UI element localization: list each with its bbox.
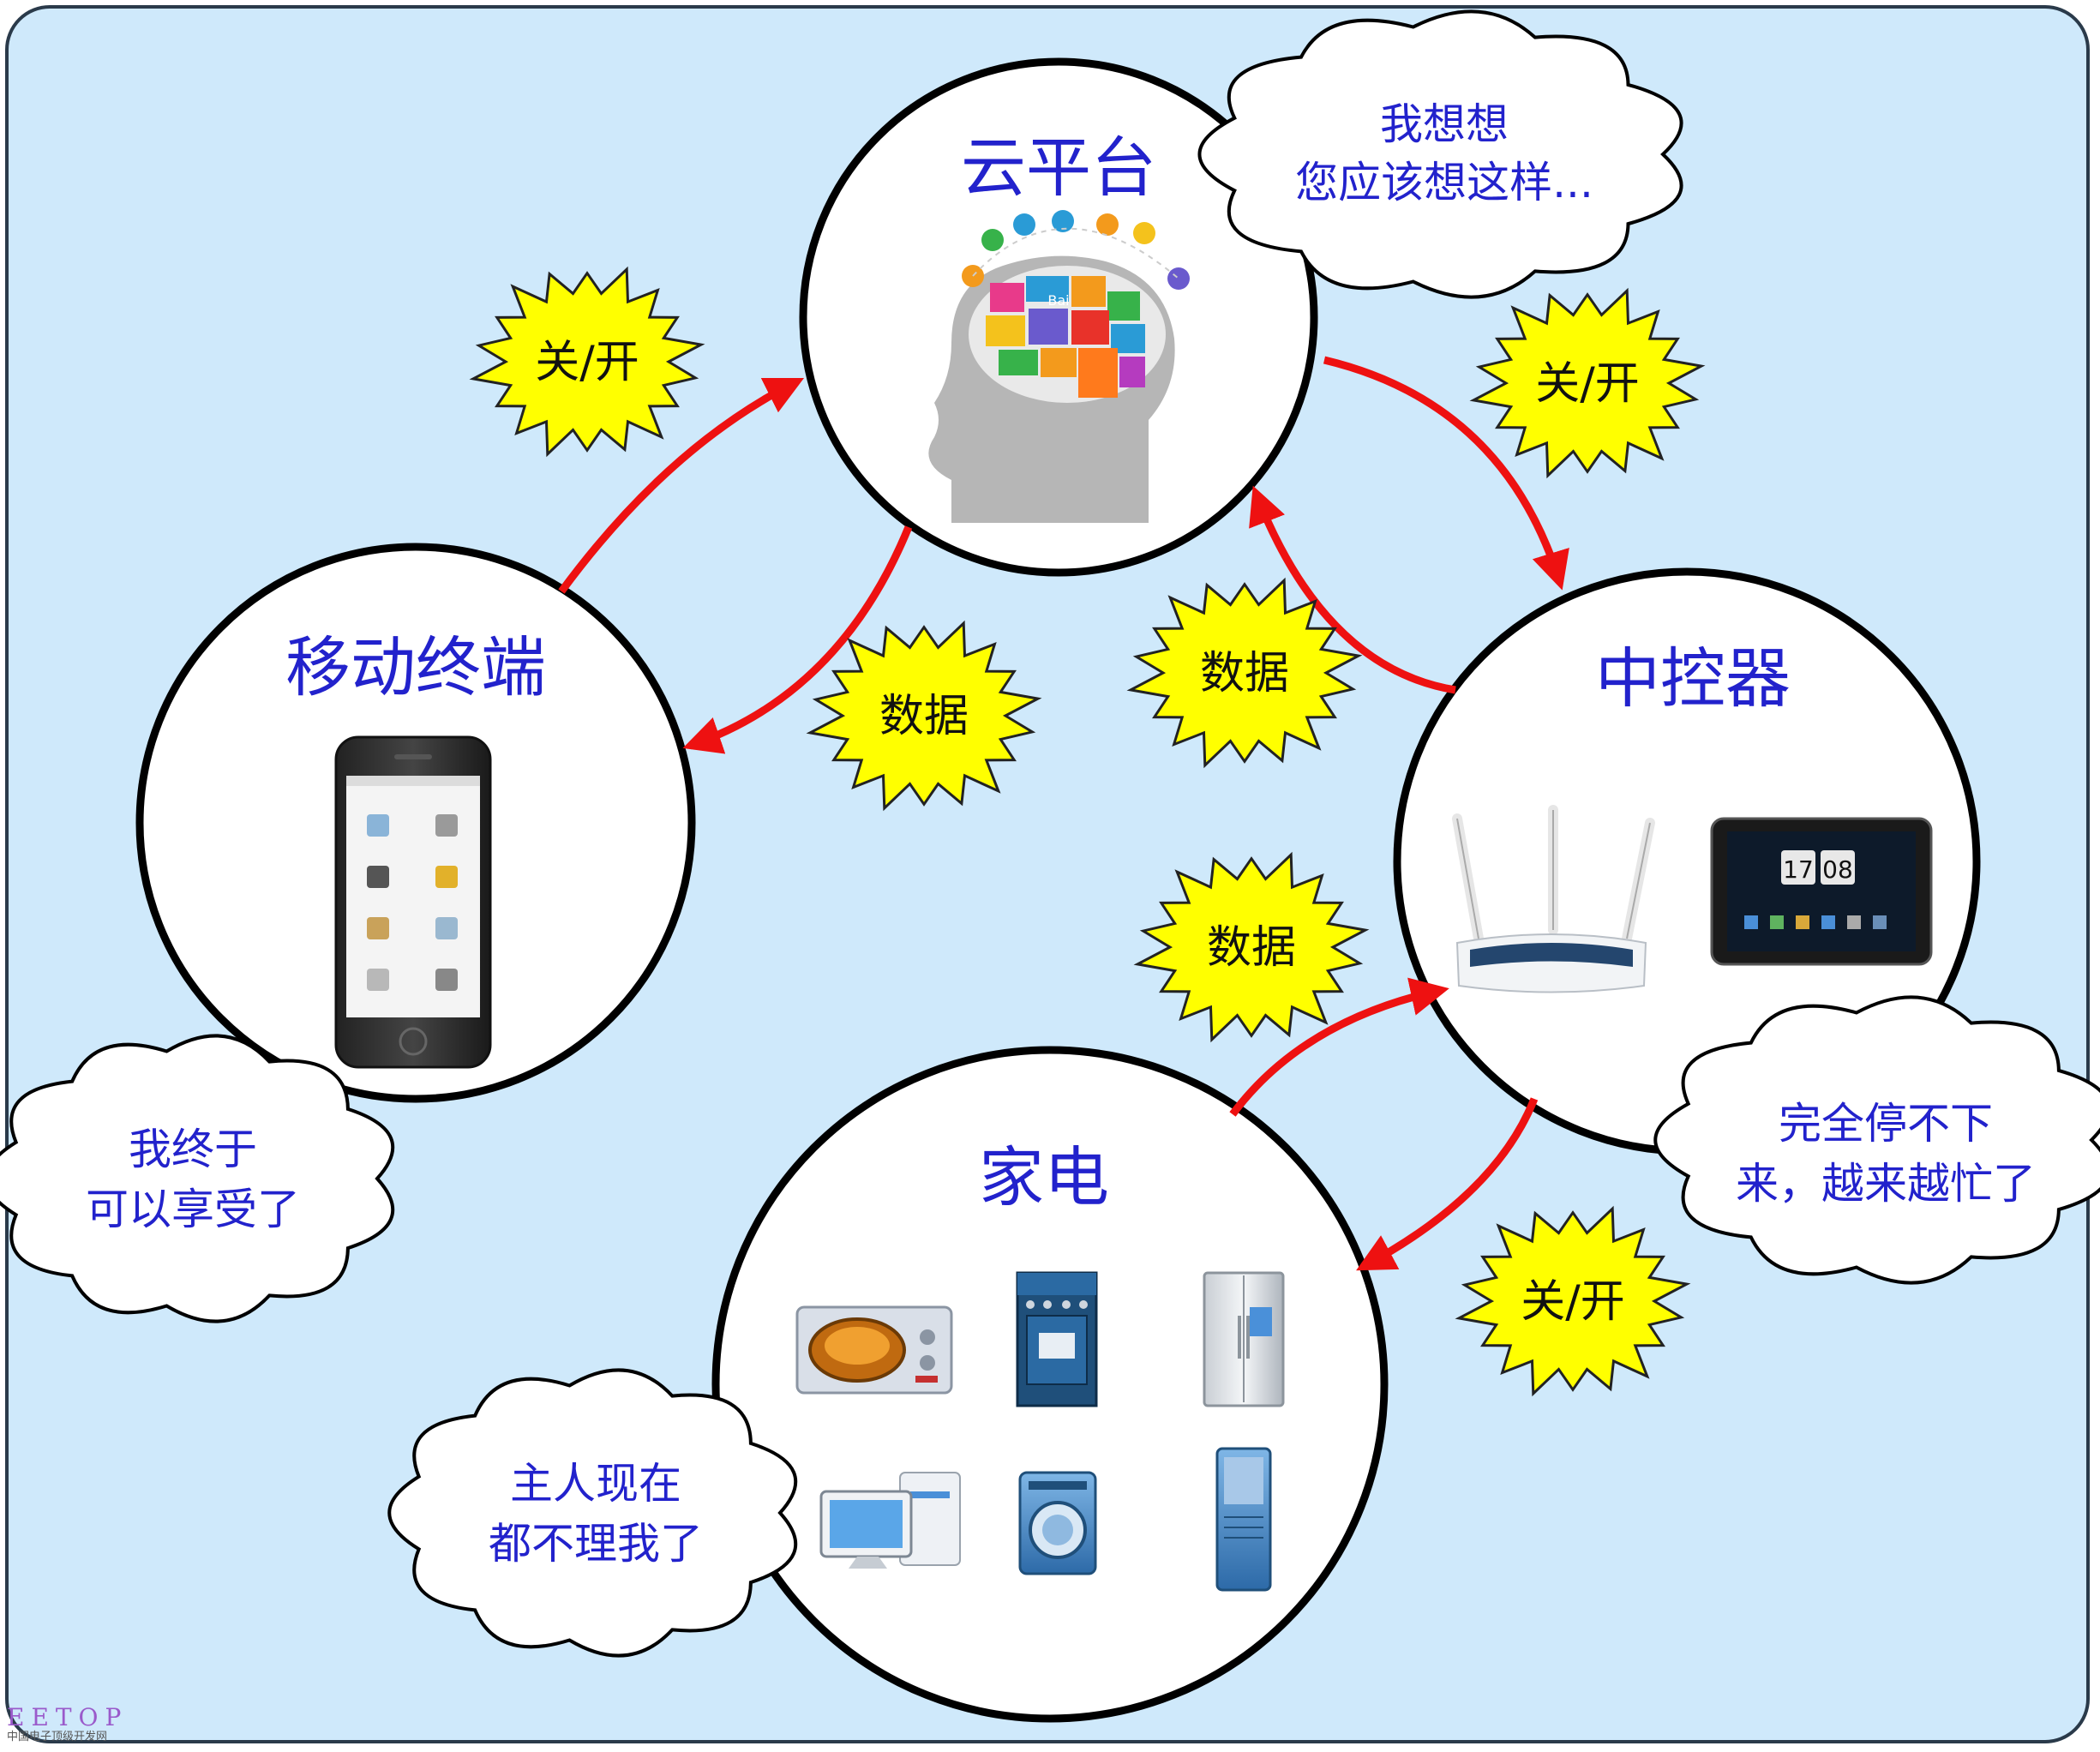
arrow-cloud-to-controller xyxy=(1323,356,1569,591)
thought-appliances-line-2: 都不理我了 xyxy=(489,1519,703,1569)
thought-cloud-cloud-platform: 我想想 您应该想这样... xyxy=(1197,9,1683,299)
tablet-clock-minutes: 08 xyxy=(1822,855,1853,884)
burst-data-2-label: 数据 xyxy=(1200,648,1289,699)
watermark-subtitle: 中国电子顶级开发网 xyxy=(7,1731,108,1743)
tablet-clock-hours: 17 xyxy=(1783,855,1814,884)
cloud-platform-title: 云平台 xyxy=(961,129,1156,206)
refrigerator-icon xyxy=(1203,1271,1285,1407)
arrow-controller-to-cloud xyxy=(1249,485,1456,694)
air-conditioner-icon xyxy=(1215,1447,1272,1592)
appliances-title: 家电 xyxy=(979,1139,1109,1215)
burst-onoff-right-label: 关/开 xyxy=(1535,358,1640,410)
washing-machine-icon xyxy=(1018,1471,1097,1575)
thought-cloud-appliances: 主人现在 都不理我了 xyxy=(387,1368,798,1658)
burst-data-1-label: 数据 xyxy=(879,691,969,742)
stove-icon xyxy=(1016,1271,1098,1407)
thought-controller-line-2: 来，越来越忙了 xyxy=(1736,1159,2036,1209)
burst-onoff-right: 关/开 xyxy=(1469,287,1706,479)
thought-cloud-central-controller: 完全停不下 来，越来越忙了 xyxy=(1653,995,2100,1285)
mobile-terminal-title: 移动终端 xyxy=(285,629,546,705)
thought-cloud-mobile-terminal: 我终于 可以享受了 xyxy=(0,1034,395,1323)
thought-appliances-line-1: 主人现在 xyxy=(510,1459,681,1509)
burst-data-appliances-to-controller: 数据 xyxy=(1133,851,1370,1043)
microwave-icon xyxy=(795,1305,953,1395)
burst-onoff-left: 关/开 xyxy=(469,266,705,458)
smartphone-icon xyxy=(334,735,492,1069)
burst-onoff-bottom-label: 关/开 xyxy=(1521,1276,1625,1328)
thought-controller-line-1: 完全停不下 xyxy=(1779,1099,1993,1149)
thought-mobile-line-1: 我终于 xyxy=(129,1125,257,1174)
router-icon xyxy=(1452,805,1655,993)
watermark-brand: EETOP xyxy=(7,1703,129,1731)
thought-mobile-line-2: 可以享受了 xyxy=(86,1185,300,1234)
thought-cloud-platform-line-2: 您应该想这样... xyxy=(1295,158,1593,207)
burst-data-controller-to-cloud: 数据 xyxy=(1126,577,1363,769)
svg-text:Bai: Bai xyxy=(1047,292,1069,309)
arrow-controller-to-appliances xyxy=(1356,1097,1539,1271)
arrow-mobile-to-cloud xyxy=(558,377,805,594)
tablet-icon: 17 08 xyxy=(1710,817,1933,966)
burst-onoff-left-label: 关/开 xyxy=(535,337,639,388)
watermark-logo: EETOP 中国电子顶级开发网 xyxy=(7,1706,128,1743)
central-controller-title: 中控器 xyxy=(1595,640,1791,717)
thought-cloud-platform-line-1: 我想想 xyxy=(1380,99,1509,149)
burst-data-3-label: 数据 xyxy=(1207,922,1296,974)
arrow-appliances-to-controller xyxy=(1229,977,1449,1117)
burst-data-cloud-to-mobile: 数据 xyxy=(806,620,1042,812)
computer-icon xyxy=(819,1472,961,1569)
brain-icon: Bai xyxy=(928,210,1190,523)
arrow-cloud-to-mobile xyxy=(682,525,913,754)
burst-onoff-bottom: 关/开 xyxy=(1455,1205,1691,1397)
